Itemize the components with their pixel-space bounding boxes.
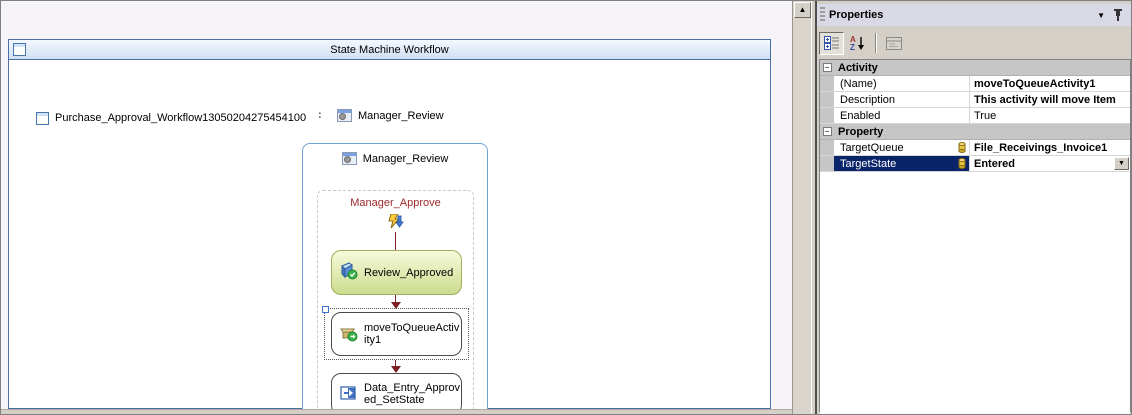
property-label: Enabled — [834, 108, 970, 123]
property-label: TargetState — [834, 156, 970, 171]
event-name-label: Manager_Approve — [350, 197, 441, 209]
connector-line — [394, 295, 396, 302]
property-label: Description — [834, 92, 970, 107]
vertical-scrollbar[interactable]: ▲ — [792, 1, 811, 414]
property-value[interactable]: This activity will move Item — [974, 93, 1116, 106]
svg-text:Z: Z — [850, 43, 855, 51]
category-label: Activity — [838, 61, 878, 74]
state-machine-workflow-box[interactable]: State Machine Workflow Purchase_Approval… — [8, 39, 771, 414]
svg-text:A: A — [850, 35, 856, 44]
horizontal-scrollbar[interactable] — [1, 409, 792, 414]
alphabetical-sort-button[interactable]: A Z — [845, 32, 870, 55]
selection-rectangle — [322, 306, 469, 360]
handle-external-event-icon — [340, 262, 358, 283]
property-row-targetqueue[interactable]: TargetQueue File_Receivings_Invoice1 — [820, 140, 1130, 156]
workflow-window-icon — [13, 43, 26, 56]
categorized-button[interactable] — [819, 31, 844, 55]
activity-set-state[interactable]: Data_Entry_Approved_SetState — [331, 373, 462, 414]
panel-splitter[interactable] — [811, 1, 817, 414]
properties-panel: Properties ▼ A Z — [817, 1, 1131, 414]
property-value[interactable]: File_Receivings_Invoice1 — [974, 141, 1108, 154]
property-row-enabled[interactable]: Enabled True — [820, 108, 1130, 124]
workflow-root-icon — [36, 111, 49, 125]
binding-icon — [958, 142, 966, 156]
workflow-root-label: Purchase_Approval_Workflow13050204275454… — [55, 112, 307, 124]
state-icon — [337, 109, 352, 122]
activity-label: moveToQueueActivity1 — [364, 322, 460, 346]
activity-move-to-queue[interactable]: moveToQueueActivity1 — [331, 312, 462, 356]
property-label: (Name) — [834, 76, 970, 91]
move-to-queue-icon — [340, 324, 358, 345]
properties-title: Properties — [829, 9, 884, 21]
activity-label: Data_Entry_Approved_SetState — [364, 382, 460, 406]
connector-line — [394, 232, 396, 250]
initial-state-connector: : — [318, 109, 322, 121]
category-row-property[interactable]: − Property — [820, 124, 1130, 140]
category-label: Property — [838, 125, 884, 138]
connector-arrowhead — [390, 302, 401, 309]
property-row-targetstate[interactable]: TargetState Entered ▼ — [820, 156, 1130, 172]
collapse-icon[interactable]: − — [822, 63, 832, 72]
activity-review-approved[interactable]: Review_Approved — [331, 250, 462, 295]
pin-icon[interactable] — [1113, 9, 1123, 21]
state-name-label: Manager_Review — [362, 152, 449, 165]
workflow-root-item[interactable]: Purchase_Approval_Workflow13050204275454… — [36, 110, 306, 126]
designer-canvas[interactable]: State Machine Workflow Purchase_Approval… — [1, 1, 792, 414]
set-state-icon — [340, 384, 358, 405]
initial-state-item[interactable]: Manager_Review — [337, 109, 444, 122]
state-icon — [341, 152, 357, 165]
drag-grip-icon[interactable] — [820, 7, 825, 23]
activity-label: Review_Approved — [364, 266, 454, 279]
binding-icon — [958, 158, 966, 172]
properties-toolbar: A Z — [819, 30, 1131, 56]
category-row-activity[interactable]: − Activity — [820, 60, 1130, 76]
event-driven-icon — [387, 213, 404, 233]
property-grid: − Activity (Name) moveToQueueActivity1 D… — [819, 59, 1131, 414]
grid-empty-area — [820, 172, 1130, 414]
collapse-icon[interactable]: − — [822, 127, 832, 136]
property-value[interactable]: True — [974, 109, 997, 122]
toolbar-separator — [875, 33, 877, 53]
property-label: TargetQueue — [834, 140, 970, 155]
selection-handle[interactable] — [322, 306, 329, 313]
scroll-up-button[interactable]: ▲ — [794, 2, 811, 18]
connector-line — [394, 360, 396, 366]
connector-arrowhead — [390, 366, 401, 373]
state-header: Manager_Review — [303, 152, 487, 165]
event-driven-area[interactable]: Manager_Approve — [317, 190, 474, 414]
initial-state-label: Manager_Review — [358, 109, 444, 122]
property-value[interactable]: Entered ▼ — [970, 156, 1130, 171]
property-pages-button[interactable] — [881, 32, 906, 55]
chevron-down-icon[interactable]: ▼ — [1097, 10, 1105, 20]
property-row-name[interactable]: (Name) moveToQueueActivity1 — [820, 76, 1130, 92]
property-row-description[interactable]: Description This activity will move Item — [820, 92, 1130, 108]
targetstate-dropdown-button[interactable]: ▼ — [1114, 157, 1129, 170]
property-value[interactable]: moveToQueueActivity1 — [974, 77, 1096, 90]
workflow-title: State Machine Workflow — [330, 43, 449, 56]
workflow-titlebar: State Machine Workflow — [9, 40, 770, 60]
state-manager-review[interactable]: Manager_Review Manager_Approve — [302, 143, 488, 414]
properties-header[interactable]: Properties ▼ — [817, 4, 1131, 26]
